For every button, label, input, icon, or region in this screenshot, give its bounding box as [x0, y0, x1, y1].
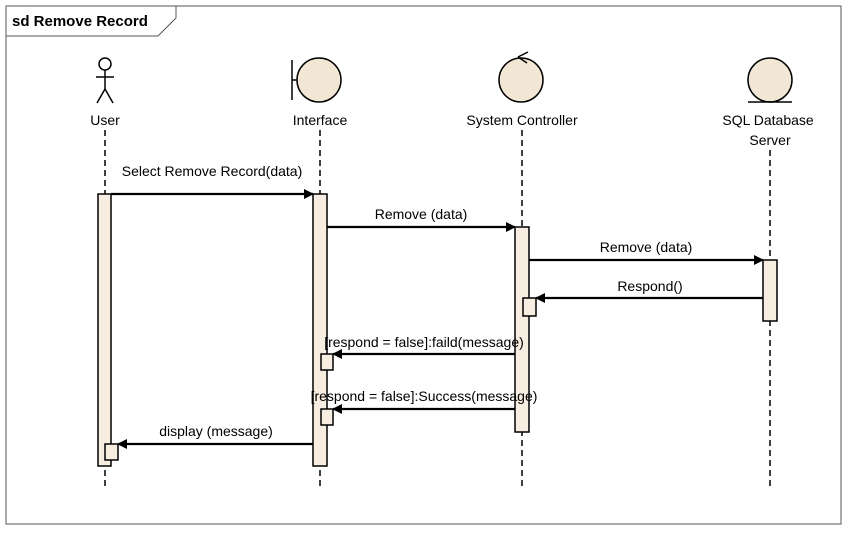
activation-user [97, 193, 112, 467]
message-label: Select Remove Record(data) [122, 163, 303, 179]
message-label: Remove (data) [375, 206, 468, 222]
boundary-interface: Interface [291, 57, 348, 128]
activation-interface [312, 193, 328, 467]
control-controller: System Controller [466, 51, 578, 128]
message-label: Remove (data) [600, 239, 693, 255]
message-select-remove-record: Select Remove Record(data) [111, 163, 314, 199]
frame-title: sd Remove Record [12, 13, 148, 30]
message-remove-data-2: Remove (data) [529, 239, 764, 265]
activation-interface-success [320, 408, 334, 426]
activation-controller-respond [522, 297, 537, 317]
db-label-line-2: Server [749, 132, 791, 148]
actor-head [98, 57, 112, 71]
message-label: [respond = false]:faild(message) [324, 334, 524, 350]
message-success: [respond = false]:Success(message) [311, 388, 538, 414]
message-display: display (message) [117, 423, 313, 449]
entity-icon [747, 57, 793, 103]
message-faild: [respond = false]:faild(message) [324, 334, 524, 359]
message-label: Respond() [617, 278, 682, 294]
activation-db [762, 259, 778, 322]
message-respond: Respond() [535, 278, 763, 303]
message-remove-data-1: Remove (data) [327, 206, 516, 232]
participant-label-user: User [90, 112, 120, 128]
message-label: [respond = false]:Success(message) [311, 388, 538, 404]
activation-user-return [104, 443, 119, 461]
message-label: display (message) [159, 423, 273, 439]
participant-label-db: SQL Database Server [722, 112, 817, 148]
activation-controller [514, 226, 530, 433]
control-icon [498, 57, 544, 103]
db-label-line-1: SQL Database [722, 112, 814, 128]
entity-db: SQL Database Server [722, 57, 817, 148]
participant-label-interface: Interface [293, 112, 348, 128]
activation-interface-faild [320, 353, 334, 371]
boundary-icon [296, 57, 342, 103]
participant-label-controller: System Controller [466, 112, 578, 128]
diagram-frame: sd Remove Record [5, 5, 842, 525]
actor-user: User [90, 57, 120, 128]
